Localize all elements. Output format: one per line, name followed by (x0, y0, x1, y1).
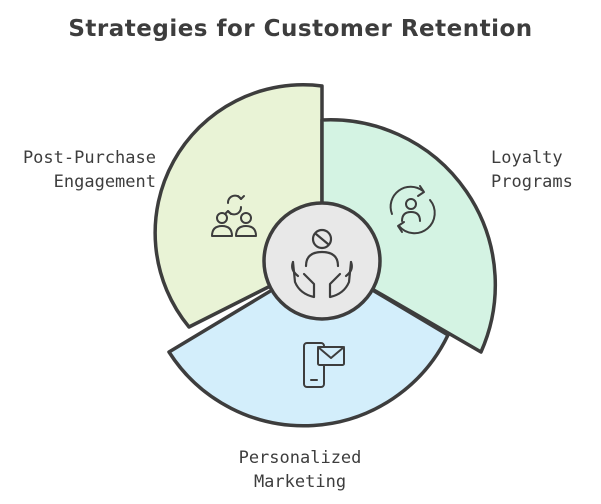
label-line: Engagement (53, 172, 156, 192)
label-line: Loyalty (491, 148, 563, 168)
segment-loyalty-programs (320, 118, 497, 354)
label-personalized-marketing: Personalized Marketing (200, 446, 400, 494)
label-post-purchase-engagement: Post-Purchase Engagement (0, 146, 156, 194)
people-cycle-icon (211, 194, 257, 237)
label-line: Personalized (238, 448, 362, 468)
label-line: Programs (491, 172, 573, 192)
diagram-title: Strategies for Customer Retention (68, 16, 533, 42)
hands-person-icon (291, 228, 353, 299)
center-circle (262, 201, 382, 321)
label-line: Post-Purchase (22, 148, 156, 168)
phone-mail-icon (303, 342, 345, 388)
label-line: Marketing (253, 472, 347, 492)
user-refresh-icon (389, 185, 436, 235)
label-loyalty-programs: Loyalty Programs (491, 146, 596, 194)
